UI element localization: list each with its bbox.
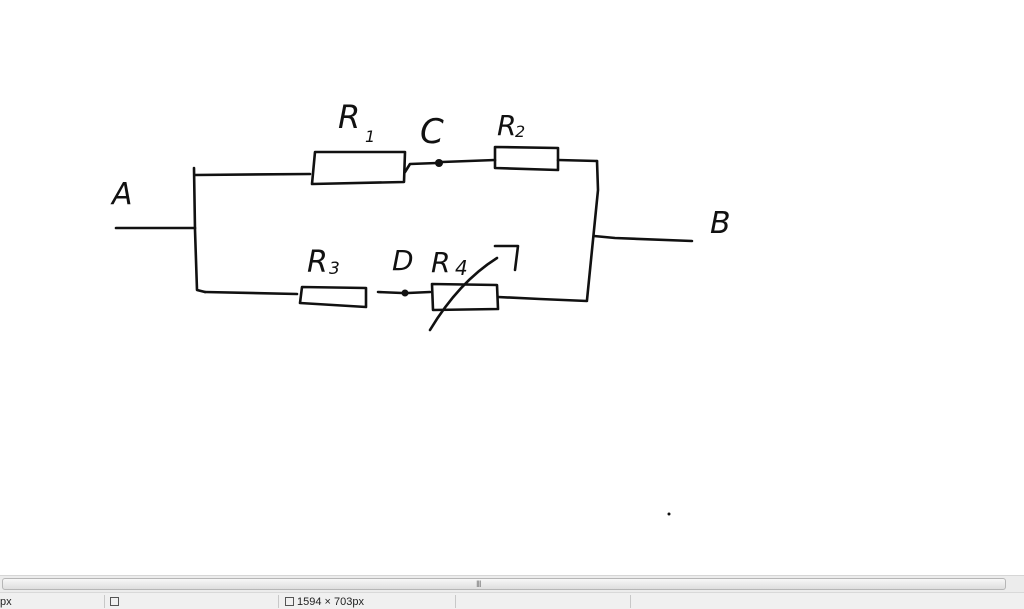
label-r1: R: [338, 98, 360, 136]
resistor-r3: [298, 285, 368, 309]
wire-b-lead: [592, 234, 694, 243]
status-divider: [455, 595, 456, 608]
node-d: [401, 289, 409, 297]
wire-c-r2: [440, 158, 497, 164]
variable-bracket: [493, 244, 520, 272]
wire-d-r4: [406, 290, 432, 295]
circuit-diagram: A B C D R 1 R 2 R 3 R 4: [110, 98, 731, 516]
label-b: B: [710, 206, 731, 241]
status-divider: [104, 595, 105, 608]
wire-left-bus: [192, 166, 207, 294]
image-size-segment: 1594 × 703px: [285, 595, 364, 609]
status-divider: [278, 595, 279, 608]
label-c: C: [420, 112, 444, 152]
wire-bottom-left: [203, 290, 299, 296]
wire-top-left: [193, 172, 312, 177]
selection-size-segment: [110, 595, 122, 609]
horizontal-scrollbar[interactable]: III: [0, 575, 1024, 592]
stray-dot: [667, 512, 671, 516]
label-r2: R: [497, 109, 516, 142]
resistor-r2: [493, 145, 560, 172]
wire-bottom-right: [496, 295, 589, 303]
scrollbar-grip: III: [476, 579, 481, 589]
resistor-r4: [430, 282, 500, 312]
label-r3: R: [307, 245, 328, 280]
wire-top-right: [556, 158, 599, 163]
selection-icon: [110, 597, 119, 606]
label-r4: R: [431, 246, 450, 279]
wire-r3-d: [376, 290, 404, 295]
drawing-canvas[interactable]: A B C D R 1 R 2 R 3 R 4: [0, 0, 1024, 575]
wire-right-bus: [585, 159, 600, 302]
resistor-r1: [310, 150, 407, 186]
label-r1-subscript: 1: [365, 127, 375, 146]
node-c: [435, 159, 443, 167]
label-r2-subscript: 2: [515, 122, 525, 141]
wire-r1-c: [403, 161, 439, 174]
cursor-position: px: [0, 596, 12, 608]
scrollbar-thumb[interactable]: III: [2, 578, 1006, 590]
status-bar: px 1594 × 703px: [0, 592, 1024, 609]
label-r3-subscript: 3: [329, 259, 340, 279]
label-a: A: [110, 177, 133, 212]
variable-arrow: [428, 256, 499, 332]
label-d: D: [392, 244, 414, 277]
image-size-icon: [285, 597, 294, 606]
image-size: 1594 × 703px: [297, 596, 364, 608]
status-divider: [630, 595, 631, 608]
label-r4-subscript: 4: [455, 256, 468, 280]
